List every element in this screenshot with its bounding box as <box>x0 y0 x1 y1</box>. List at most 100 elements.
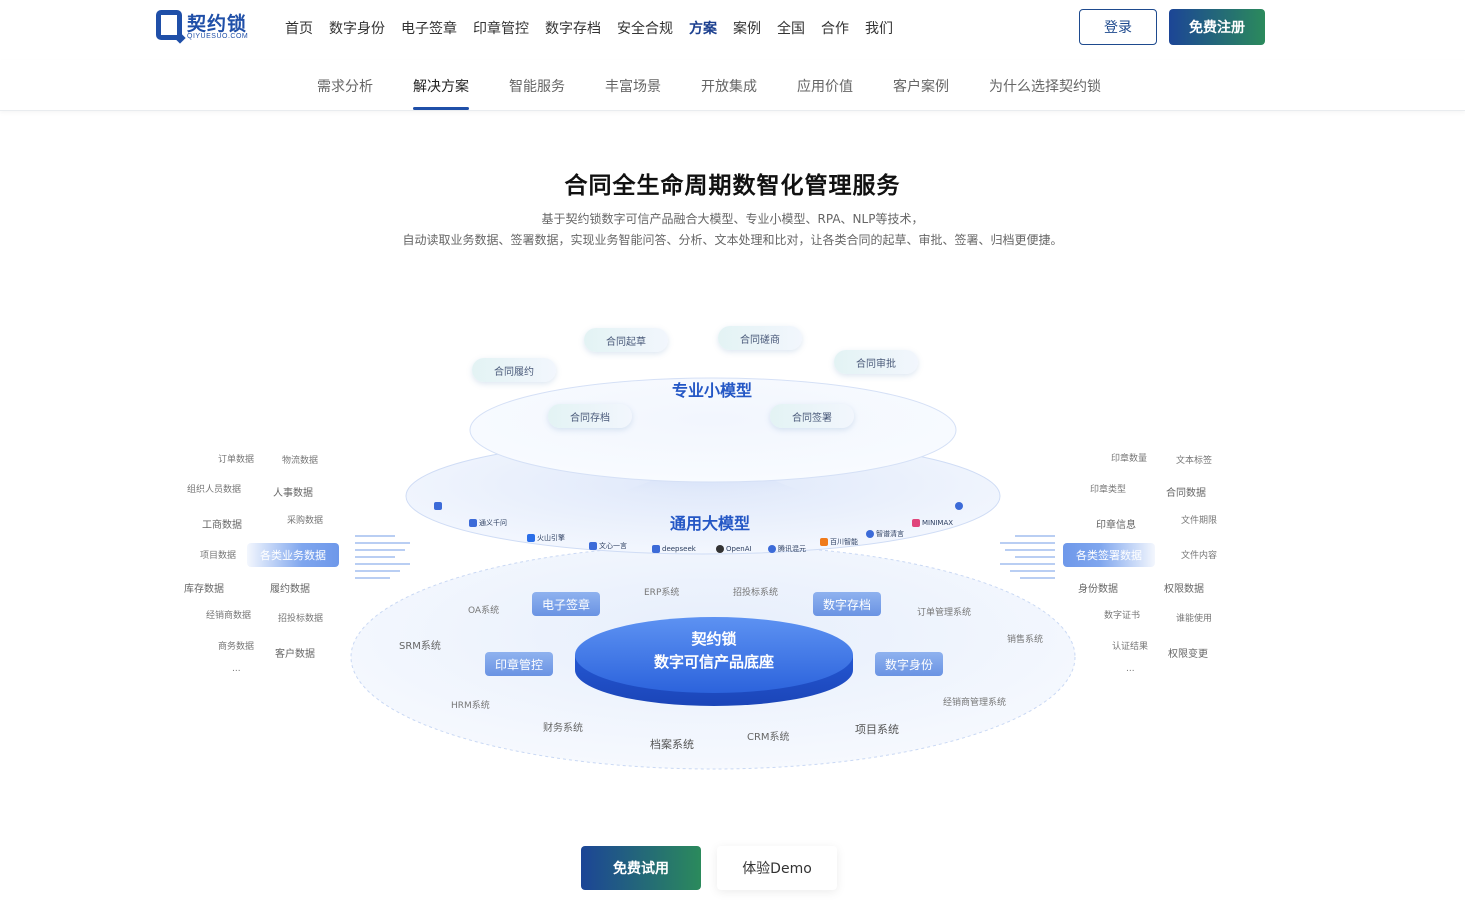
demo-button[interactable]: 体验Demo <box>717 846 837 890</box>
brand-baichuan: 百川智能 <box>820 537 858 547</box>
baichuan-logo-icon <box>820 538 828 546</box>
logo[interactable]: 契约锁 QIYUESUO.COM <box>156 10 252 44</box>
nav-item-solutions[interactable]: 方案 <box>689 21 717 37</box>
large-model-title: 通用大模型 <box>670 514 751 533</box>
left-data-pill: 各类业务数据 <box>247 543 339 567</box>
system-order-management: 订单管理系统 <box>917 608 972 618</box>
left-item-more: ... <box>232 664 241 674</box>
tab-integration[interactable]: 开放集成 <box>701 79 757 95</box>
bubble-contract-archiving: 合同存档 <box>548 404 632 428</box>
nav-item-partners[interactable]: 合作 <box>821 21 849 37</box>
nav-item-digital-identity[interactable]: 数字身份 <box>329 21 385 37</box>
tag-seal-control: 印章管控 <box>485 652 554 676</box>
left-item-commerce-data: 商务数据 <box>218 642 255 652</box>
right-item-seal-count: 印章数量 <box>1111 454 1148 464</box>
core-title: 契约锁 <box>691 630 737 648</box>
tag-digital-identity: 数字身份 <box>875 652 944 676</box>
system-project: 项目系统 <box>855 723 899 736</box>
brand-minimax: MINIMAX <box>912 519 953 527</box>
openai-logo-icon <box>716 545 724 553</box>
core-subtitle: 数字可信产品底座 <box>653 653 774 671</box>
login-button[interactable]: 登录 <box>1079 9 1157 45</box>
right-item-file-term: 文件期限 <box>1181 516 1218 526</box>
tab-why-us[interactable]: 为什么选择契约锁 <box>989 79 1101 95</box>
nav-item-e-signature[interactable]: 电子签章 <box>401 21 457 37</box>
brand-misc-right-icon <box>955 502 963 510</box>
left-item-bidding-data: 招投标数据 <box>278 614 324 624</box>
right-item-who-can-use: 谁能使用 <box>1176 614 1213 624</box>
nav-item-cases[interactable]: 案例 <box>733 21 761 37</box>
brand-openai: OpenAI <box>716 545 752 553</box>
brand-logo-misc-left <box>434 502 444 510</box>
register-button[interactable]: 免费注册 <box>1169 9 1265 45</box>
brand-misc-left-icon <box>434 502 442 510</box>
nav-item-about[interactable]: 我们 <box>865 21 893 37</box>
tag-e-signature: 电子签章 <box>532 592 601 616</box>
bubble-contract-approval: 合同审批 <box>834 350 918 374</box>
right-item-contract-data: 合同数据 <box>1166 488 1206 499</box>
nav-item-home[interactable]: 首页 <box>285 21 313 37</box>
small-model-title: 专业小模型 <box>672 381 753 400</box>
left-item-dealer-data: 经销商数据 <box>206 611 252 621</box>
right-item-more: ... <box>1126 664 1135 674</box>
system-oa: OA系统 <box>468 606 500 616</box>
right-item-auth-result: 认证结果 <box>1112 642 1149 652</box>
right-item-certificate: 数字证书 <box>1104 611 1141 621</box>
brand-deepseek: deepseek <box>652 545 696 553</box>
nav-item-national[interactable]: 全国 <box>777 21 805 37</box>
section-tabs: 需求分析 解决方案 智能服务 丰富场景 开放集成 应用价值 客户案例 为什么选择… <box>0 60 1465 111</box>
tab-customer-cases[interactable]: 客户案例 <box>893 79 949 95</box>
right-item-permission-data: 权限数据 <box>1164 584 1204 595</box>
brand-zhipu: 智谱清言 <box>866 529 904 539</box>
tab-smart-services[interactable]: 智能服务 <box>509 79 565 95</box>
section-description-line2: 自动读取业务数据、签署数据，实现业务智能问答、分析、文本处理和比对，让各类合同的… <box>402 233 1063 247</box>
tag-digital-archive: 数字存档 <box>813 592 882 616</box>
tab-scenarios[interactable]: 丰富场景 <box>605 79 661 95</box>
bubble-contract-negotiation: 合同磋商 <box>718 326 802 350</box>
system-erp: ERP系统 <box>644 588 680 598</box>
zhipu-logo-icon <box>866 530 874 538</box>
right-item-seal-type: 印章类型 <box>1090 485 1127 495</box>
right-data-pill: 各类签署数据 <box>1063 543 1155 567</box>
right-item-identity-data: 身份数据 <box>1078 584 1118 595</box>
section-description-line1: 基于契约锁数字可信产品融合大模型、专业小模型、RPA、NLP等技术， <box>541 212 924 226</box>
left-item-procurement-data: 采购数据 <box>287 516 324 526</box>
logo-text: 契约锁 <box>187 13 248 35</box>
right-item-text-tags: 文本标签 <box>1176 456 1213 466</box>
tab-requirements[interactable]: 需求分析 <box>317 79 373 95</box>
free-trial-button[interactable]: 免费试用 <box>581 846 701 890</box>
left-item-customer-data: 客户数据 <box>275 649 315 660</box>
brand-wenxin: 文心一言 <box>589 541 627 551</box>
brand-tongyi: 通义千问 <box>469 518 507 528</box>
logo-mark-icon <box>156 10 182 40</box>
volcano-logo-icon <box>527 534 535 542</box>
system-crm: CRM系统 <box>747 732 790 743</box>
bubble-contract-signing: 合同签署 <box>770 404 854 428</box>
minimax-logo-icon <box>912 519 920 527</box>
brand-hunyuan: 腾讯混元 <box>768 544 806 554</box>
right-item-file-content: 文件内容 <box>1181 551 1218 561</box>
bubble-contract-performance: 合同履约 <box>472 358 556 382</box>
right-item-seal-info: 印章信息 <box>1096 520 1136 531</box>
tab-solutions[interactable]: 解决方案 <box>413 79 469 95</box>
nav-item-security-compliance[interactable]: 安全合规 <box>617 21 673 37</box>
left-item-business-reg-data: 工商数据 <box>202 520 242 531</box>
active-tab-indicator <box>413 107 469 110</box>
main-nav: 首页 数字身份 电子签章 印章管控 数字存档 安全合规 方案 案例 全国 合作 … <box>285 18 909 38</box>
system-bidding: 招投标系统 <box>733 588 779 598</box>
system-dealer-management: 经销商管理系统 <box>943 698 1007 708</box>
right-item-permission-change: 权限变更 <box>1168 649 1208 660</box>
section-title: 合同全生命周期数智化管理服务 <box>564 173 901 199</box>
system-sales: 销售系统 <box>1007 635 1044 645</box>
deepseek-logo-icon <box>652 545 660 553</box>
left-item-project-data: 项目数据 <box>200 551 237 561</box>
brand-logo-misc-right <box>955 502 965 510</box>
nav-item-seal-control[interactable]: 印章管控 <box>473 21 529 37</box>
hunyuan-logo-icon <box>768 545 776 553</box>
nav-item-digital-archive[interactable]: 数字存档 <box>545 21 601 37</box>
left-item-logistics-data: 物流数据 <box>282 456 319 466</box>
tab-value[interactable]: 应用价值 <box>797 79 853 95</box>
left-item-order-data: 订单数据 <box>218 455 255 465</box>
system-hrm: HRM系统 <box>451 701 490 711</box>
architecture-diagram: 合同起草 合同磋商 合同履约 合同审批 合同存档 合同签署 专业小模型 通用大模… <box>0 300 1465 780</box>
